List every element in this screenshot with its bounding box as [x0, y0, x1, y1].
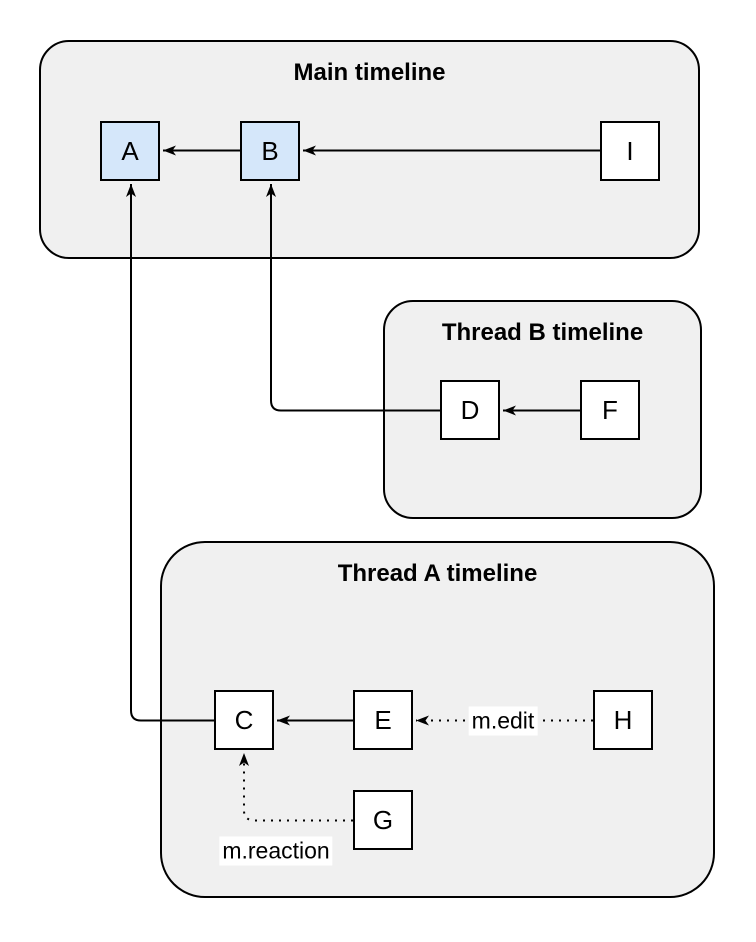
- edge-label-m-reaction: m.reaction: [219, 836, 333, 866]
- node-i-label: I: [626, 135, 634, 166]
- node-a-label: A: [121, 135, 139, 166]
- node-g: G: [353, 790, 413, 850]
- node-b: B: [240, 121, 300, 181]
- node-b-label: B: [261, 135, 279, 166]
- node-d: D: [440, 380, 500, 440]
- node-c: C: [214, 690, 274, 750]
- container-thread-a-timeline-title: Thread A timeline: [337, 560, 538, 587]
- node-e: E: [353, 690, 413, 750]
- node-d-label: D: [460, 394, 480, 425]
- container-main-timeline-title: Main timeline: [293, 59, 446, 86]
- node-a: A: [100, 121, 160, 181]
- edge-label-m-edit: m.edit: [468, 706, 538, 736]
- node-i: I: [600, 121, 660, 181]
- container-thread-b-timeline: Thread B timeline: [383, 300, 702, 519]
- node-h-label: H: [613, 704, 633, 735]
- node-g-label: G: [372, 804, 394, 835]
- node-h: H: [593, 690, 653, 750]
- node-e-label: E: [374, 704, 392, 735]
- container-thread-b-timeline-title: Thread B timeline: [441, 319, 644, 346]
- node-f-label: F: [602, 394, 618, 425]
- node-f: F: [580, 380, 640, 440]
- node-c-label: C: [234, 704, 254, 735]
